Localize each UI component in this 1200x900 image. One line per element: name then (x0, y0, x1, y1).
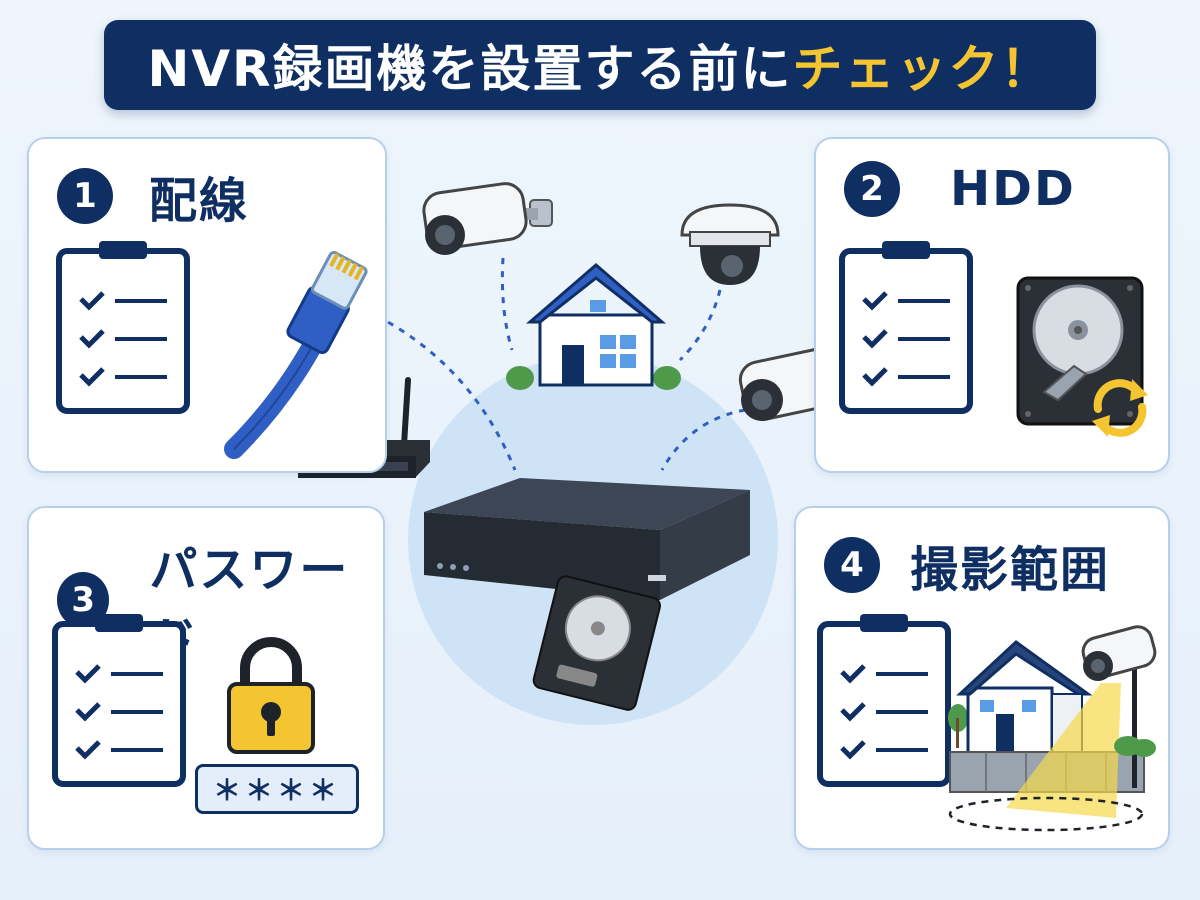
nvr-recorder-icon (424, 478, 750, 600)
card-coverage-number: 4 (824, 537, 880, 593)
padlock-icon (227, 637, 315, 754)
nvr-hdd-icon (532, 575, 661, 711)
card-coverage-title: 撮影範囲 (910, 542, 1111, 598)
lan-cable-icon (224, 250, 368, 459)
card-hdd-number: 2 (844, 161, 900, 217)
header-title-accent: チェック！ (792, 40, 1053, 98)
coverage-scene-icon (948, 625, 1157, 832)
checklist-icon (839, 241, 973, 414)
header-title-main: NVR録画機を設置する前に (147, 40, 793, 98)
dome-camera-icon (680, 203, 780, 285)
link-dome (678, 289, 722, 362)
card-wiring-number: 1 (57, 168, 113, 224)
password-field: ＊＊＊＊ (195, 764, 359, 814)
header-banner: NVR録画機を設置する前にチェック！ (104, 20, 1096, 110)
bullet-camera-top-icon (422, 182, 553, 255)
link-router (364, 308, 517, 471)
card-wiring-title: 配線 (149, 173, 250, 229)
card-password: 3 パスワード ＊＊＊＊ (27, 506, 385, 850)
refresh-icon (1092, 379, 1148, 437)
card-hdd: 2 HDD (814, 137, 1170, 473)
card-hdd-title: HDD (950, 161, 1076, 217)
card-coverage: 4 撮影範囲 (794, 506, 1170, 850)
checklist-icon (817, 614, 951, 787)
checklist-icon (56, 241, 190, 414)
card-wiring: 1 配線 (27, 137, 387, 473)
link-camera-right (660, 408, 746, 471)
card-password-number: 3 (57, 572, 110, 628)
password-mask: ＊＊＊＊ (212, 774, 341, 807)
link-camera-top (500, 257, 514, 351)
checklist-icon (52, 614, 186, 787)
house-icon (506, 263, 681, 390)
